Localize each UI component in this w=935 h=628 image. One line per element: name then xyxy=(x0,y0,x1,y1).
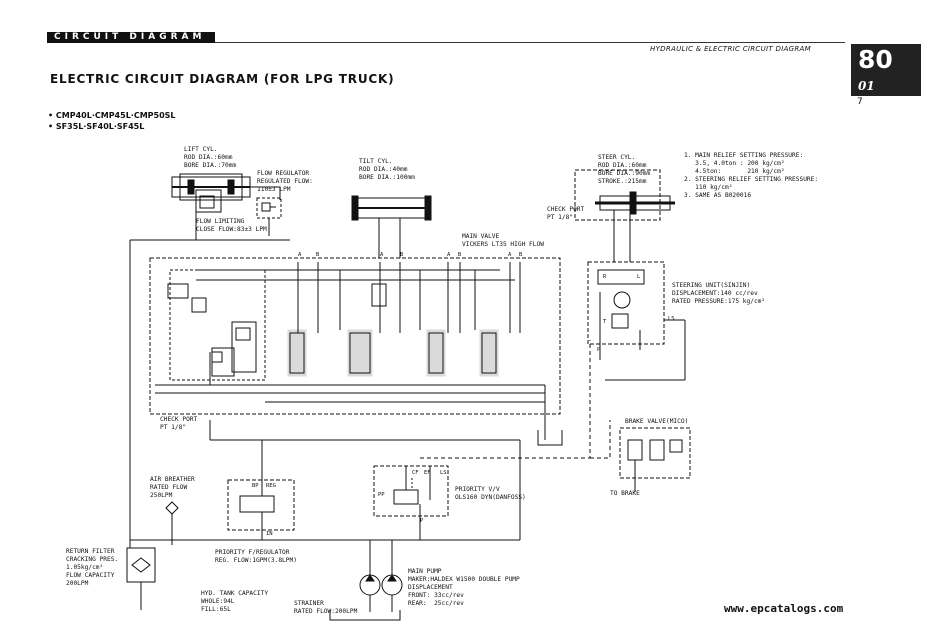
lift-cyl-label: LIFT CYL. ROD DIA.:60mm BORE DIA.:70mm xyxy=(184,146,237,169)
main-valve-label: MAIN VALVE VICKERS LT35 HIGH FLOW xyxy=(462,233,544,248)
page-number-box xyxy=(851,44,921,96)
main-valve-block xyxy=(149,257,563,446)
port-in: IN xyxy=(266,531,273,537)
port-a-1: A xyxy=(298,252,302,258)
section-bar-label: CIRCUIT DIAGRAM xyxy=(54,32,206,42)
notes-label: 1. MAIN RELIEF SETTING PRESSURE: 3.5, 4.… xyxy=(684,152,819,199)
flow-limiting-label: FLOW LIMITING CLOSE FLOW:83±3 LPM xyxy=(196,218,267,233)
port-ls-steer: LS xyxy=(668,316,675,322)
model-line-2: • SF35L·SF40L·SF45L xyxy=(48,122,145,131)
tilt-cyl-label: TILT CYL. ROD DIA.:40mm BORE DIA.:100mm xyxy=(359,158,415,181)
priority-vv-label: PRIORITY V/V OLS160 DYN(DANFOSS) xyxy=(455,486,526,501)
flow-regulator-symbol xyxy=(250,186,282,236)
section-bar xyxy=(47,32,215,43)
return-filter-symbol xyxy=(126,540,156,610)
port-ls-priority: LS xyxy=(440,470,447,476)
main-pump-label: MAIN PUMP MAKER:HALDEX W1500 DOUBLE PUMP… xyxy=(408,568,520,607)
port-cf: CF xyxy=(412,470,419,476)
header-rule xyxy=(215,42,845,43)
footer-url[interactable]: www.epcatalogs.com xyxy=(724,602,844,615)
tank-symbol xyxy=(329,610,401,621)
header-subtitle: HYDRAULIC & ELECTRIC CIRCUIT DIAGRAM xyxy=(650,45,811,53)
port-b-4: B xyxy=(519,252,523,258)
main-pump-symbol xyxy=(130,440,521,612)
port-a-3: A xyxy=(447,252,451,258)
port-p-priority: P xyxy=(420,518,424,524)
port-pp: PP xyxy=(378,492,385,498)
return-filter-label: RETURN FILTER CRACKING PRES. 1.05kg/cm² … xyxy=(66,548,119,587)
priority-regulator-symbol xyxy=(227,440,295,540)
flow-limiting-symbol xyxy=(195,189,222,213)
brake-valve-symbol xyxy=(619,427,691,492)
model-list: • CMP40L·CMP45L·CMP50SL • SF35L·SF40L·SF… xyxy=(48,110,176,132)
steer-cyl-label: STEER CYL. ROD DIA.:60mm BORE DIA.:90mm … xyxy=(598,154,651,185)
tilt-cylinder-symbol xyxy=(351,195,432,258)
port-b-1: B xyxy=(316,252,320,258)
port-t: T xyxy=(603,319,607,325)
port-b-2: B xyxy=(400,252,404,258)
priority-regulator-label: PRIORITY F/REGULATOR REG. FLOW:1GPM(3.8L… xyxy=(215,549,297,564)
steering-unit-symbol xyxy=(587,261,686,381)
steer-cylinder-symbol xyxy=(574,169,675,262)
port-r: R xyxy=(603,274,607,280)
port-bp: BP xyxy=(252,483,259,489)
page-title: ELECTRIC CIRCUIT DIAGRAM (FOR LPG TRUCK) xyxy=(50,72,395,86)
check-port-top-label: CHECK PORT PT 1/8" xyxy=(547,206,585,221)
to-brake-label: TO BRAKE xyxy=(610,490,640,497)
port-a-4: A xyxy=(508,252,512,258)
steering-unit-label: STEERING UNIT(SINJIN) DISPLACEMENT:140 c… xyxy=(672,282,766,305)
page-number: 80 xyxy=(858,45,893,74)
port-a-2: A xyxy=(380,252,384,258)
air-breather-label: AIR BREATHER RATED FLOW 250LPM xyxy=(150,476,195,499)
air-breather-symbol xyxy=(165,501,179,545)
page-subnumber: 7 xyxy=(857,97,863,107)
lift-cylinder-symbol xyxy=(171,173,251,240)
check-port-left-label: CHECK PORT PT 1/8" xyxy=(160,416,198,431)
port-p-steer: P xyxy=(597,347,601,353)
port-reg: REG xyxy=(266,483,276,489)
port-l: L xyxy=(637,274,641,280)
brake-valve-label: BRAKE VALVE(MICO) xyxy=(625,418,689,425)
strainer-label: STRAINER RATED FLOW:200LPM xyxy=(294,600,358,615)
priority-valve-symbol xyxy=(373,465,449,540)
port-b-3: B xyxy=(458,252,462,258)
page-section: 01 xyxy=(858,79,875,93)
tank-label: HYD. TANK CAPACITY WHOLE:94L FILL:65L xyxy=(201,590,269,613)
port-ef: EF xyxy=(424,470,431,476)
model-line-1: • CMP40L·CMP45L·CMP50SL xyxy=(48,111,176,120)
flow-regulator-label: FLOW REGULATOR REGULATED FLOW: 110±3 LPM xyxy=(257,170,313,193)
